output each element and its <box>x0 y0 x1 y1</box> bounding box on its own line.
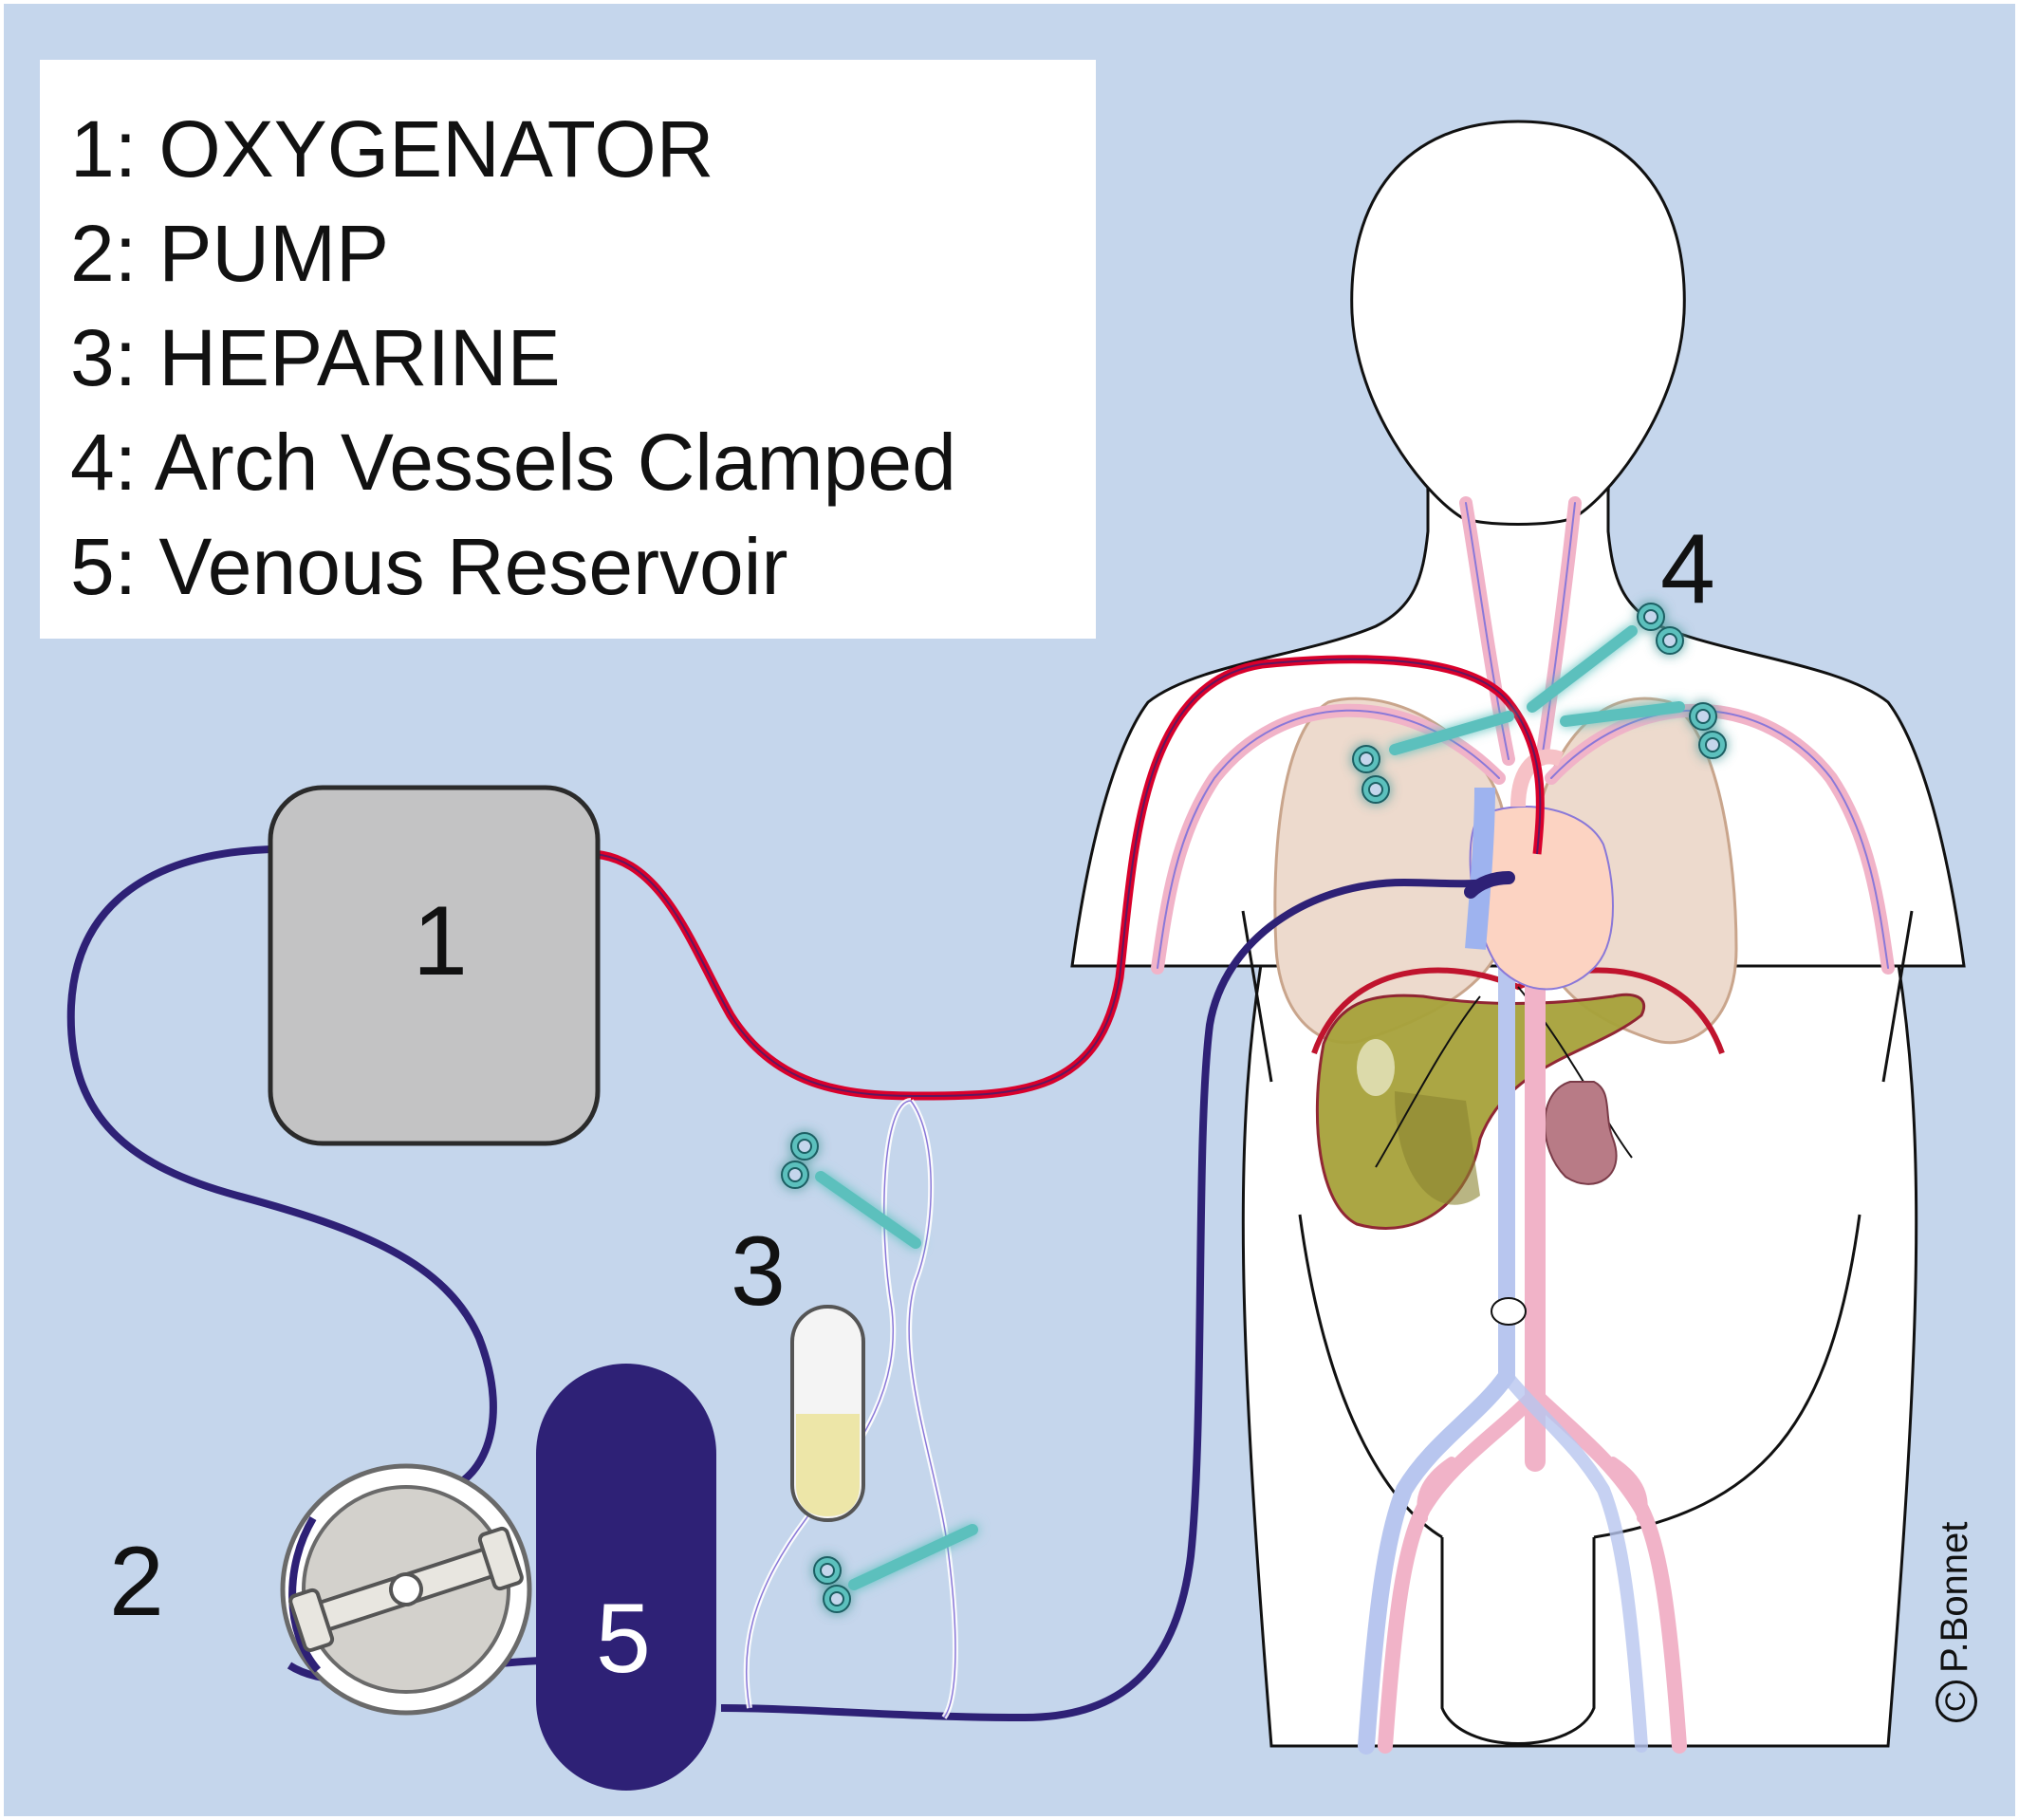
legend-item-heparine: 3: HEPARINE <box>70 313 561 402</box>
pump-label: 2 <box>109 1527 164 1637</box>
pump <box>280 1463 532 1716</box>
clamp-icon <box>1527 603 1684 713</box>
heparine-label: 3 <box>731 1216 786 1327</box>
clamp-icons <box>781 603 1727 1613</box>
legend-item-venous-reservoir: 5: Venous Reservoir <box>70 522 788 611</box>
navel <box>1491 1297 1527 1326</box>
heparine-syringe <box>790 1305 865 1522</box>
venous-reservoir <box>536 1364 716 1791</box>
legend-item-pump: 2: PUMP <box>70 209 390 298</box>
vessels <box>1151 496 1895 1755</box>
legend: 1: OXYGENATOR 2: PUMP 3: HEPARINE 4: Arc… <box>40 60 1096 639</box>
copyright-credit: C P.Bonnet <box>1934 1521 1978 1722</box>
legend-item-arch-vessels: 4: Arch Vessels Clamped <box>70 418 956 507</box>
reservoir-label: 5 <box>596 1584 651 1694</box>
venous-return-line <box>720 874 1510 1722</box>
clamps-label: 4 <box>1660 514 1715 624</box>
clamp-icon <box>1352 711 1514 804</box>
copyright-icon: C <box>1936 1681 1978 1722</box>
heart <box>1465 749 1614 991</box>
oxygenator <box>268 785 601 1146</box>
legend-item-oxygenator: 1: OXYGENATOR <box>70 104 714 194</box>
clamp-icon <box>813 1524 978 1613</box>
oxygenator-label: 1 <box>413 886 468 996</box>
credit-text: P.Bonnet <box>1934 1521 1975 1673</box>
clamp-icon <box>1560 701 1727 759</box>
liver <box>1315 993 1645 1230</box>
clamp-icon <box>781 1132 921 1249</box>
